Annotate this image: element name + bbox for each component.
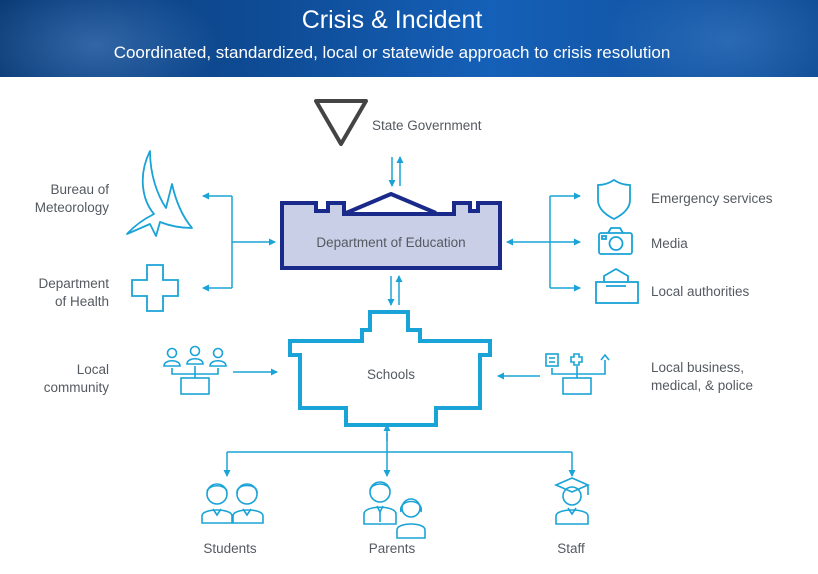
shield-icon [597, 178, 631, 221]
local-community-label: Local community [20, 361, 109, 397]
medical-cross-icon [131, 264, 179, 312]
staff-graduate-icon [554, 477, 590, 525]
left-connector [202, 192, 276, 292]
schools-label: Schools [366, 367, 416, 382]
yield-triangle-icon [314, 99, 368, 146]
education-schools-arrows [387, 275, 403, 306]
parents-label: Parents [368, 541, 416, 556]
school-building-icon [288, 310, 492, 427]
local-authorities-label: Local authorities [651, 284, 750, 299]
state-government-label: State Government [372, 118, 482, 133]
crisis-diagram [126, 99, 639, 539]
business-label-line2: medical, & police [651, 378, 754, 393]
media-label: Media [651, 236, 688, 251]
storm-bird-icon [126, 150, 193, 237]
business-medical-icon [545, 353, 610, 395]
ballot-box-icon [595, 267, 639, 304]
students-icon [201, 483, 264, 524]
bureau-label-line2: Meteorology [34, 200, 109, 215]
banner-glow-right [600, 0, 818, 77]
emergency-services-label: Emergency services [651, 191, 773, 206]
page-subtitle: Coordinated, standardized, local or stat… [113, 43, 671, 62]
banner-glow-left [0, 0, 220, 77]
staff-label: Staff [557, 541, 585, 556]
header-banner: Crisis & Incident Coordinated, standardi… [0, 0, 818, 77]
right-connector [506, 192, 581, 292]
health-label-line1: Department [38, 276, 109, 291]
parents-icon [363, 481, 426, 539]
students-label: Students [203, 541, 257, 556]
department-of-health-label: Department of Health [20, 275, 109, 311]
state-education-arrows [388, 156, 404, 187]
page-title: Crisis & Incident [301, 6, 483, 34]
camera-icon [598, 227, 633, 255]
bottom-connector [223, 424, 576, 477]
community-people-icon [163, 345, 227, 395]
bureau-of-meteorology-label: Bureau of Meteorology [20, 181, 109, 217]
government-building-icon [280, 192, 502, 270]
community-label-line2: community [43, 380, 109, 395]
business-label-line1: Local business, [651, 360, 745, 375]
department-of-education-label: Department of Education [316, 235, 466, 250]
health-label-line2: of Health [54, 294, 109, 309]
community-label-line1: Local [76, 362, 109, 377]
local-business-label: Local business, medical, & police [651, 359, 753, 395]
bureau-label-line1: Bureau of [50, 182, 109, 197]
